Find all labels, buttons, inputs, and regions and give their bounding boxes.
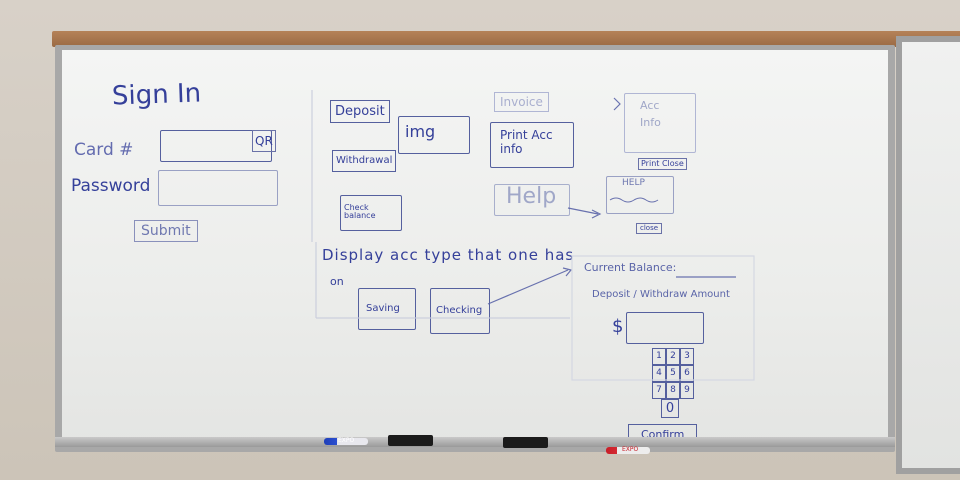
keypad-sketch: 1 2 3 4 5 6 7 8 9 0 [652,348,694,418]
keypad-zero-key: 0 [661,399,679,418]
eraser-left[interactable] [388,435,433,446]
faint-button-sketch: Invoice [494,92,549,112]
submit-button-sketch: Submit [134,220,198,242]
amount-label: Deposit / Withdraw Amount [592,289,730,300]
acc-info-panel-sketch [624,93,696,153]
image-box-sketch [398,116,470,154]
red-marker[interactable] [606,447,650,454]
blue-marker-label: EXPO [338,437,355,444]
arrow-to-transaction [487,269,569,305]
amount-input-sketch [626,312,704,344]
checking-label: Checking [436,305,483,316]
keypad-key: 8 [666,382,680,399]
display-note: Display acc type that one has [322,246,575,264]
display-on-text: on [330,275,344,288]
right-whiteboard [902,42,960,468]
help-label: Help [506,184,557,209]
saving-button-sketch [358,288,416,330]
keypad-key: 7 [652,382,666,399]
print-info-box-sketch [490,122,574,168]
keypad-key: 4 [652,365,666,382]
faint-panel-outline [571,255,755,381]
keypad-key: 9 [680,382,694,399]
keypad-key: 6 [680,365,694,382]
checking-button-sketch [430,288,490,334]
help-close-sketch: close [636,223,663,234]
qr-box-sketch: QR [252,130,276,152]
withdrawal-button-sketch: Withdrawal [332,150,397,172]
help-scribble [609,197,659,203]
keypad-key: 5 [666,365,680,382]
image-box-label: img [405,122,436,141]
help-panel-title: HELP [622,178,645,188]
red-marker-label: EXPO [622,446,639,453]
deposit-button-sketch: Deposit [330,100,390,123]
print-info-label: Print Acc info [500,128,553,157]
check-balance-button-sketch [340,195,402,231]
help-button-sketch [494,184,570,216]
eraser-right[interactable] [503,437,548,448]
card-input-sketch [160,130,272,162]
arrow-to-help-panel [567,207,599,215]
acc-info-buttons-sketch: Print Close [638,158,687,170]
password-input-sketch [158,170,278,206]
acc-info-title: Acc Info [640,99,661,129]
card-label: Card # [74,140,134,160]
password-label: Password [71,176,151,196]
balance-label: Current Balance: [584,261,677,274]
blue-marker[interactable] [324,438,368,445]
keypad-key: 3 [680,348,694,365]
help-panel-sketch [606,176,674,214]
saving-label: Saving [366,303,400,314]
keypad-key: 2 [666,348,680,365]
check-balance-label: Check balance [344,203,376,220]
wooden-trim [52,31,960,47]
currency-symbol: $ [612,316,624,337]
whiteboard [62,50,888,442]
marker-tray [55,437,895,447]
keypad-key: 1 [652,348,666,365]
